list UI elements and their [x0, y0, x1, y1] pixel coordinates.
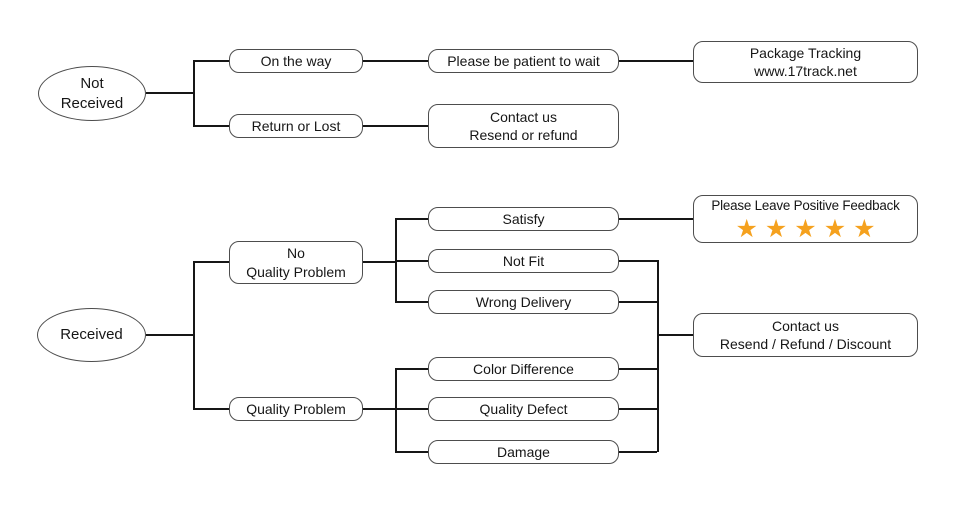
connector-no-quality-to-subbranch [363, 261, 395, 263]
connector-subbranch-to-color-difference [395, 368, 428, 370]
connector-quality-to-subbranch [363, 408, 395, 410]
connector-not-received-to-branch [146, 92, 193, 94]
no-quality-problem-label-line1: No [287, 245, 305, 262]
contact-us-full-label-line2: Resend / Refund / Discount [719, 336, 892, 352]
not-received-ellipse: Not Received [38, 66, 146, 121]
quality-problem-box: Quality Problem [229, 397, 363, 421]
star-icon: ★ [735, 213, 758, 243]
connector-quality-defect-to-merge [619, 408, 657, 410]
feedback-stars: ★★★★★ [732, 216, 879, 241]
contact-us-resend-label-line2: Resend or refund [469, 127, 578, 143]
connector-subbranch-to-damage [395, 451, 428, 453]
on-the-way-label: On the way [260, 52, 332, 69]
positive-feedback-label: Please Leave Positive Feedback [711, 198, 900, 214]
wrong-delivery-box: Wrong Delivery [428, 290, 619, 314]
connector-branch-to-quality-problem [193, 408, 229, 410]
connector-subbranch-to-wrong-delivery [395, 301, 428, 303]
please-be-patient-box: Please be patient to wait [428, 49, 619, 73]
not-fit-label: Not Fit [502, 252, 545, 269]
positive-feedback-box: Please Leave Positive Feedback ★★★★★ [693, 195, 918, 243]
connector-satisfy-to-feedback [619, 218, 693, 220]
package-tracking-box: Package Tracking www.17track.net [693, 41, 918, 83]
quality-defect-box: Quality Defect [428, 397, 619, 421]
received-label: Received [60, 326, 123, 344]
connector-branch-to-on-the-way [193, 60, 229, 62]
connector-branch-to-no-quality-problem [193, 261, 229, 263]
connector-not-received-branch-vertical [193, 61, 195, 127]
connector-color-difference-to-merge [619, 368, 657, 370]
connector-wrong-delivery-to-merge [619, 301, 657, 303]
no-quality-problem-box: No Quality Problem [229, 241, 363, 284]
quality-problem-label: Quality Problem [246, 400, 346, 417]
connector-return-or-lost-to-contact [363, 125, 428, 127]
wrong-delivery-label: Wrong Delivery [475, 293, 572, 310]
connector-merge-vertical [657, 260, 659, 452]
satisfy-label: Satisfy [502, 210, 545, 227]
connector-subbranch-to-not-fit [395, 260, 428, 262]
color-difference-box: Color Difference [428, 357, 619, 381]
connector-please-wait-to-tracking [619, 60, 693, 62]
on-the-way-box: On the way [229, 49, 363, 73]
color-difference-label: Color Difference [473, 360, 574, 377]
please-be-patient-label: Please be patient to wait [447, 52, 600, 69]
return-or-lost-label: Return or Lost [251, 117, 341, 134]
contact-us-full-label-line1: Contact us [772, 317, 839, 334]
damage-label: Damage [497, 443, 550, 460]
package-tracking-label-line2: www.17track.net [754, 63, 857, 79]
star-icon: ★ [764, 213, 788, 243]
damage-box: Damage [428, 440, 619, 464]
connector-subbranch-to-quality-defect [395, 408, 428, 410]
contact-us-resend-box: Contact us Resend or refund [428, 104, 619, 148]
received-ellipse: Received [37, 308, 146, 362]
connector-quality-subbranch-vertical [395, 369, 397, 453]
no-quality-problem-label-line2: Quality Problem [246, 263, 346, 280]
connector-on-the-way-to-please-wait [363, 60, 428, 62]
satisfy-box: Satisfy [428, 207, 619, 231]
quality-defect-label: Quality Defect [479, 400, 568, 417]
not-received-label-line2: Received [60, 94, 124, 112]
contact-us-full-box: Contact us Resend / Refund / Discount [693, 313, 918, 357]
connector-damage-to-merge [619, 451, 657, 453]
star-icon: ★ [853, 213, 876, 243]
return-or-lost-box: Return or Lost [229, 114, 363, 138]
connector-merge-to-contact-full [657, 334, 693, 336]
star-icon: ★ [794, 213, 817, 243]
connector-branch-to-return-or-lost [193, 125, 229, 127]
not-received-label-line1: Not [80, 74, 104, 92]
connector-not-fit-to-merge [619, 260, 657, 262]
not-fit-box: Not Fit [428, 249, 619, 273]
star-icon: ★ [823, 213, 847, 243]
connector-subbranch-to-satisfy [395, 218, 428, 220]
connector-received-to-branch [146, 334, 193, 336]
contact-us-resend-label-line1: Contact us [490, 108, 557, 125]
connector-received-branch-vertical [193, 262, 195, 410]
package-tracking-label-line1: Package Tracking [749, 44, 862, 61]
